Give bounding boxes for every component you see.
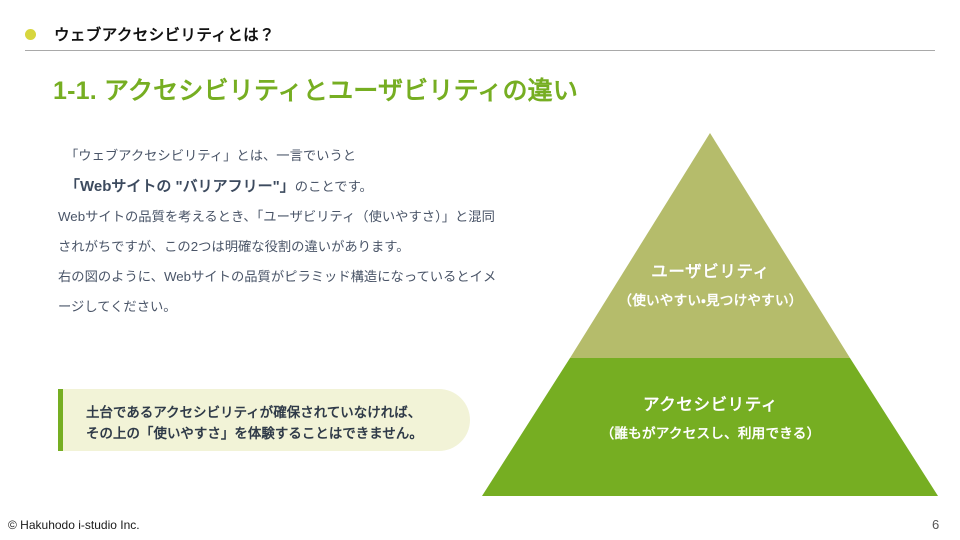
body-emphasis-strong: 「Webサイトの "バリアフリー"」 <box>65 178 295 195</box>
callout-box: 土台であるアクセシビリティが確保されていなければ、 その上の「使いやすさ」を体験… <box>58 389 470 451</box>
body-emphasis: 「Webサイトの "バリアフリー"」のことです。 <box>58 171 498 202</box>
body-lead: 「ウェブアクセシビリティ」とは、一言でいうと <box>65 148 357 163</box>
header-divider <box>25 50 935 51</box>
header-title: ウェブアクセシビリティとは？ <box>54 27 275 44</box>
body-copy: 「ウェブアクセシビリティ」とは、一言でいうと 「Webサイトの "バリアフリー"… <box>58 141 498 322</box>
callout-text: 土台であるアクセシビリティが確保されていなければ、 その上の「使いやすさ」を体験… <box>86 402 423 444</box>
pyramid-layer-usability-shape <box>570 133 850 358</box>
body-paragraph-1: Webサイトの品質を考えるとき、「ユーザビリティ（使いやすさ）」と混同されがちで… <box>58 209 495 254</box>
pyramid-layer-accessibility-shape <box>482 358 938 496</box>
footer-copyright: © Hakuhodo i-studio Inc. <box>8 518 140 532</box>
callout-line-2: その上の「使いやすさ」を体験することはできません。 <box>86 426 423 441</box>
slide-header: ウェブアクセシビリティとは？ <box>25 18 935 50</box>
page-title: 1-1. アクセシビリティとユーザビリティの違い <box>53 77 579 105</box>
pyramid-svg <box>482 133 938 496</box>
body-emphasis-tail: のことです。 <box>294 179 373 194</box>
bullet-icon <box>25 28 36 40</box>
body-paragraph-2: 右の図のように、Webサイトの品質がピラミッド構造になっているとイメージしてくだ… <box>58 269 497 314</box>
footer-page-number: 6 <box>932 517 940 532</box>
callout-line-1: 土台であるアクセシビリティが確保されていなければ、 <box>86 405 422 420</box>
pyramid-diagram: ユーザビリティ （使いやすい・見つけやすい） アクセシビリティ （誰もがアクセス… <box>478 128 943 503</box>
